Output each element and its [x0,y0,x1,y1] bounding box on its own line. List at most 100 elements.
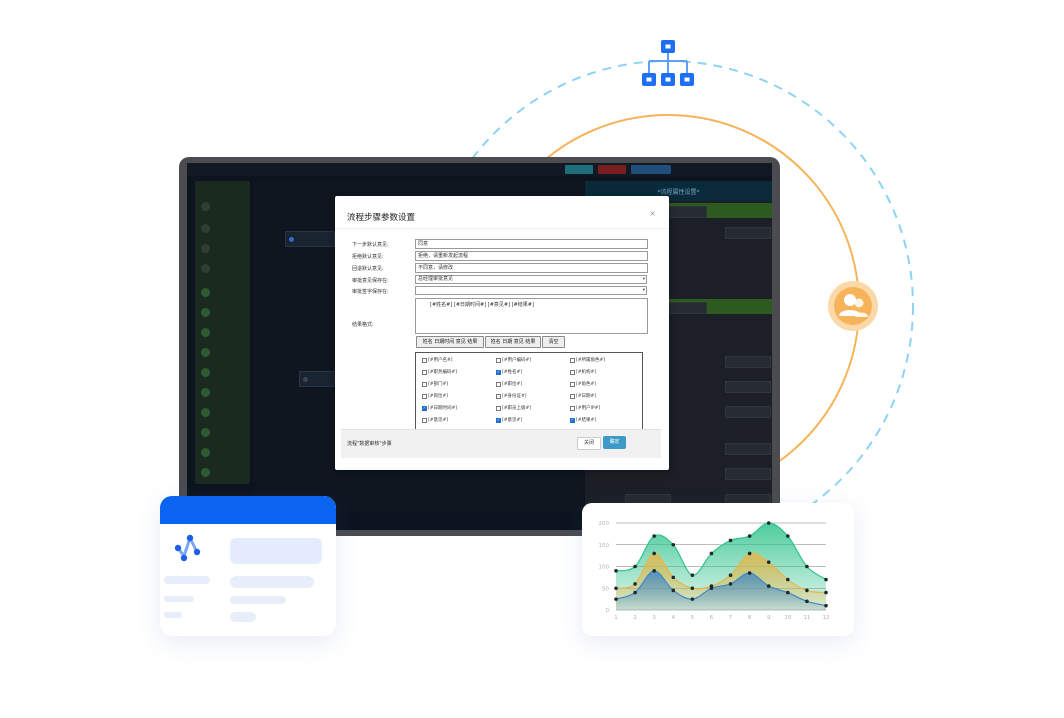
node-icon [303,376,308,382]
opinion-save-label: 审批意见保存在: [352,278,389,284]
field-checkbox[interactable]: [#岗位#] [422,393,448,399]
field-checkbox[interactable]: [#职务编码#] [422,369,457,375]
field-checkbox[interactable]: [#部门#] [422,381,448,387]
toolbar-button[interactable] [631,165,671,174]
format-clear-button[interactable]: 清空 [542,336,565,348]
toolbar-button[interactable] [565,165,593,174]
checkbox-unchecked[interactable] [422,381,427,387]
field-checkbox-label: [#职员上级#] [502,406,532,411]
checkbox-unchecked[interactable] [496,393,501,399]
x-tick-label: 3 [652,615,656,621]
rollback-opinion-input[interactable]: 不同意，请修改 [415,263,648,273]
field-checkbox[interactable]: ✓[#结果#] [570,417,596,423]
checkbox-unchecked[interactable] [570,357,575,363]
field-checkbox[interactable]: [#日期#] [570,393,596,399]
toolbox-item[interactable] [201,287,245,297]
checkbox-unchecked[interactable] [422,393,427,399]
field-checkbox[interactable]: [#机构#] [570,369,596,375]
field-checkbox[interactable]: ✓[#意见#] [496,417,522,423]
property-input[interactable] [725,406,771,418]
skeleton-line [230,576,314,588]
field-checkbox-label: [#部门#] [428,382,449,387]
field-checkbox-label: [#用户名#] [428,358,453,363]
data-point [671,588,676,593]
toolbox-item[interactable] [201,347,245,357]
field-checkbox[interactable]: [#所属角色#] [570,357,605,363]
checkbox-checked[interactable]: ✓ [422,405,427,411]
signature-save-select[interactable]: ▾ [415,286,647,295]
result-format-textarea[interactable]: [#姓名#] [#日期时间#] [#意见#] [#结果#] [415,298,648,334]
toolbar-button[interactable] [598,165,626,174]
field-checkbox[interactable]: [#用户名#] [422,357,453,363]
property-input[interactable] [725,227,771,239]
data-point [766,521,771,525]
property-input[interactable] [725,381,771,393]
property-input[interactable] [725,443,771,455]
node-icon [289,236,294,242]
toolbox-item[interactable] [201,447,245,457]
checkbox-unchecked[interactable] [422,357,427,363]
checkbox-unchecked[interactable] [422,369,427,375]
tool-icon [201,427,210,437]
checkbox-unchecked[interactable] [570,369,575,375]
flow-node[interactable] [285,231,335,247]
format-date-button[interactable]: 姓名 日期 意见 结果 [485,336,541,348]
field-checkbox[interactable]: [#职员上级#] [496,405,531,411]
toolbox-item[interactable] [201,307,245,317]
field-checkbox[interactable]: ✓[#姓名#] [496,369,522,375]
checkbox-unchecked[interactable] [496,381,501,387]
skeleton-line [230,596,286,604]
checkbox-checked[interactable]: ✓ [496,369,501,375]
field-checkbox[interactable]: [#用户编码#] [496,357,531,363]
field-checkbox[interactable]: ✓[#日期时间#] [422,405,457,411]
checkbox-checked[interactable]: ✓ [570,417,575,423]
checkbox-unchecked[interactable] [496,405,501,411]
close-button[interactable]: 关闭 [577,437,601,450]
toolbox-item[interactable] [201,243,245,253]
toolbox-item[interactable] [201,223,245,233]
close-icon[interactable]: × [649,209,656,218]
ok-button[interactable]: 确定 [603,436,626,449]
field-checkbox[interactable]: [#身份证#] [496,393,527,399]
toolbox-item[interactable] [201,407,245,417]
checkbox-unchecked[interactable] [570,393,575,399]
data-point [690,586,695,591]
data-point [671,542,676,547]
toolbox-item[interactable] [201,387,245,397]
field-checkbox[interactable]: [#意见#] [422,417,448,423]
data-point [652,534,656,538]
field-checkbox-label: [#职务编码#] [428,370,458,375]
toolbox-item[interactable] [201,367,245,377]
toolbox-item[interactable] [201,327,245,337]
field-checkbox-label: [#意见#] [428,418,449,423]
format-full-datetime-button[interactable]: 姓名 日期时间 意见 结果 [416,336,484,348]
field-checkbox[interactable]: [#角色#] [570,381,596,387]
tool-icon [201,201,210,211]
skeleton-line [164,576,210,584]
x-tick-label: 11 [803,615,810,621]
toolbox-item[interactable] [201,427,245,437]
toolbox-item[interactable] [201,467,245,477]
toolbox-item[interactable] [201,263,245,273]
checkbox-unchecked[interactable] [496,357,501,363]
reject-opinion-input[interactable]: 拒绝，请重新发起流程 [415,251,648,261]
next-opinion-input[interactable]: 同意 [415,239,648,249]
checkbox-checked[interactable]: ✓ [496,417,501,423]
checkbox-unchecked[interactable] [570,381,575,387]
tool-icon [201,243,210,253]
checkbox-unchecked[interactable] [422,417,427,423]
property-input[interactable] [725,468,771,480]
tool-icon [201,263,210,273]
footer-step-text: 流程"数据审核"步骤 [347,441,392,447]
toolbox-item[interactable] [201,201,245,211]
property-input[interactable] [725,356,771,368]
data-point [824,590,828,595]
y-tick-label: 150 [599,543,610,549]
opinion-save-select[interactable]: 总经理审批意见▾ [415,275,647,284]
field-checkbox[interactable]: [#用户IP#] [570,405,600,411]
field-checkbox[interactable]: [#职位#] [496,381,522,387]
checkbox-unchecked[interactable] [570,405,575,411]
tool-icon [201,387,210,397]
field-checkbox-label: [#用户IP#] [576,406,601,411]
